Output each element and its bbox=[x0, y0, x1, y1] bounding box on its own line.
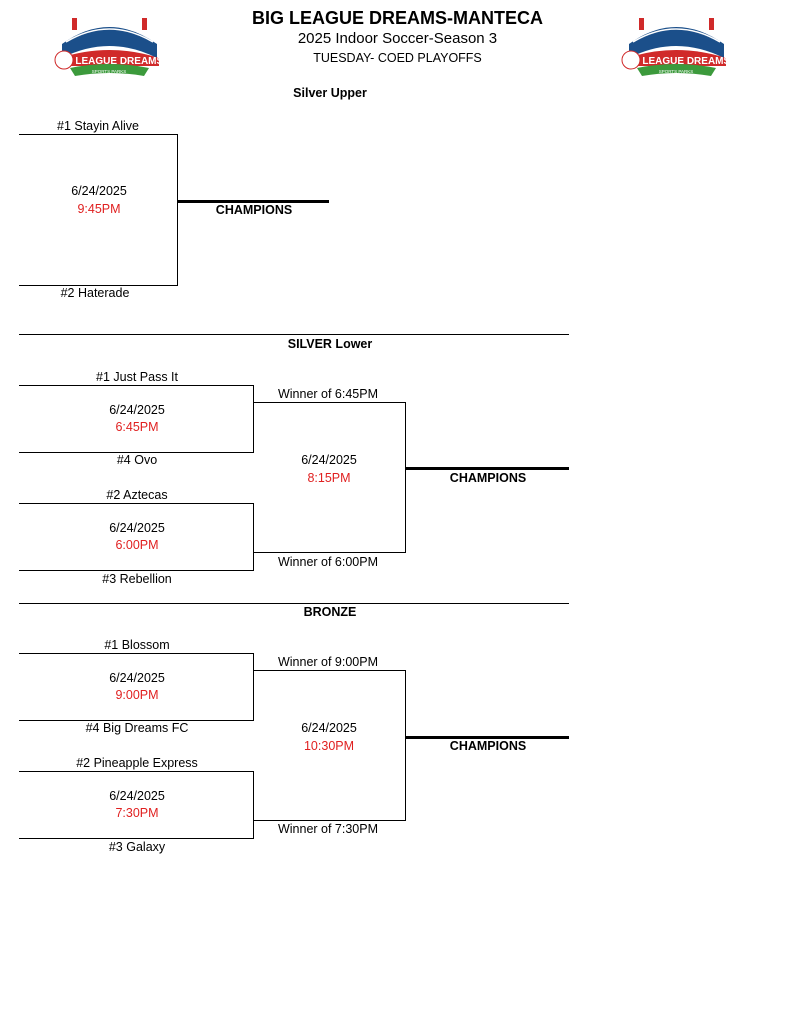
svg-text:BIG LEAGUE DREAMS: BIG LEAGUE DREAMS bbox=[622, 56, 731, 67]
bracket-line bbox=[253, 503, 254, 570]
game-date: 6/24/2025 bbox=[301, 453, 357, 467]
bracket-line bbox=[19, 653, 254, 654]
team-label: #1 Blossom bbox=[104, 638, 170, 652]
team-label: #4 Big Dreams FC bbox=[85, 721, 189, 735]
big-league-dreams-logo-right: BIG LEAGUE DREAMS SPORTS PARKS bbox=[619, 14, 734, 80]
game-time: 10:30PM bbox=[303, 739, 355, 753]
svg-text:SPORTS PARKS: SPORTS PARKS bbox=[659, 69, 694, 74]
game-time: 7:30PM bbox=[115, 806, 159, 820]
team-label: #2 Aztecas bbox=[106, 488, 168, 502]
section-title-silver-upper: Silver Upper bbox=[293, 86, 367, 100]
winner-label: Winner of 6:45PM bbox=[277, 387, 379, 401]
page-subtitle-2: TUESDAY- COED PLAYOFFS bbox=[313, 51, 482, 65]
team-label: #4 Ovo bbox=[116, 453, 158, 467]
page-subtitle: 2025 Indoor Soccer-Season 3 bbox=[297, 30, 498, 47]
game-date: 6/24/2025 bbox=[109, 403, 165, 417]
champions-label: CHAMPIONS bbox=[449, 739, 527, 753]
page-title: BIG LEAGUE DREAMS-MANTECA bbox=[252, 8, 543, 28]
bracket-line bbox=[253, 653, 254, 721]
bracket-line bbox=[405, 670, 406, 821]
svg-text:SPORTS PARKS: SPORTS PARKS bbox=[92, 69, 127, 74]
bracket-line bbox=[19, 570, 254, 571]
bracket-line bbox=[253, 820, 406, 821]
bracket-line bbox=[19, 720, 254, 721]
winner-label: Winner of 9:00PM bbox=[277, 655, 379, 669]
champions-label: CHAMPIONS bbox=[449, 471, 527, 485]
game-date: 6/24/2025 bbox=[109, 789, 165, 803]
team-label: #1 Stayin Alive bbox=[57, 119, 139, 133]
team-label: #3 Galaxy bbox=[108, 840, 166, 854]
bracket-line bbox=[253, 402, 406, 403]
big-league-dreams-logo-left: BIG LEAGUE DREAMS SPORTS PARKS bbox=[52, 14, 167, 80]
game-date: 6/24/2025 bbox=[109, 671, 165, 685]
bracket-line bbox=[19, 134, 178, 135]
svg-text:BIG LEAGUE DREAMS: BIG LEAGUE DREAMS bbox=[55, 56, 164, 67]
bracket-line bbox=[177, 134, 178, 286]
winner-label: Winner of 6:00PM bbox=[277, 555, 379, 569]
game-time: 8:15PM bbox=[307, 471, 351, 485]
champions-line bbox=[405, 736, 569, 739]
section-divider bbox=[19, 334, 569, 335]
bracket-line bbox=[19, 838, 254, 839]
champions-line bbox=[405, 467, 569, 470]
bracket-line bbox=[253, 771, 254, 838]
bracket-line bbox=[253, 385, 254, 453]
section-title-silver-lower: SILVER Lower bbox=[287, 337, 373, 351]
bracket-line bbox=[253, 552, 406, 553]
team-label: #3 Rebellion bbox=[102, 572, 172, 586]
game-date: 6/24/2025 bbox=[301, 721, 357, 735]
bracket-line bbox=[253, 670, 406, 671]
game-time: 6:00PM bbox=[115, 538, 159, 552]
bracket-line bbox=[19, 285, 178, 286]
game-date: 6/24/2025 bbox=[109, 521, 165, 535]
champions-label: CHAMPIONS bbox=[215, 203, 293, 217]
team-label: #1 Just Pass It bbox=[96, 370, 178, 384]
bracket-line bbox=[19, 385, 254, 386]
team-label: #2 Haterade bbox=[60, 286, 130, 300]
game-date: 6/24/2025 bbox=[71, 184, 127, 198]
champions-line bbox=[177, 200, 329, 203]
game-time: 9:45PM bbox=[77, 202, 121, 216]
game-time: 6:45PM bbox=[115, 420, 159, 434]
bracket-line bbox=[19, 771, 254, 772]
bracket-line bbox=[19, 503, 254, 504]
bracket-line bbox=[19, 452, 254, 453]
section-title-bronze: BRONZE bbox=[303, 605, 357, 619]
team-label: #2 Pineapple Express bbox=[76, 756, 198, 770]
winner-label: Winner of 7:30PM bbox=[277, 822, 379, 836]
game-time: 9:00PM bbox=[115, 688, 159, 702]
bracket-line bbox=[405, 402, 406, 553]
section-divider bbox=[19, 603, 569, 604]
